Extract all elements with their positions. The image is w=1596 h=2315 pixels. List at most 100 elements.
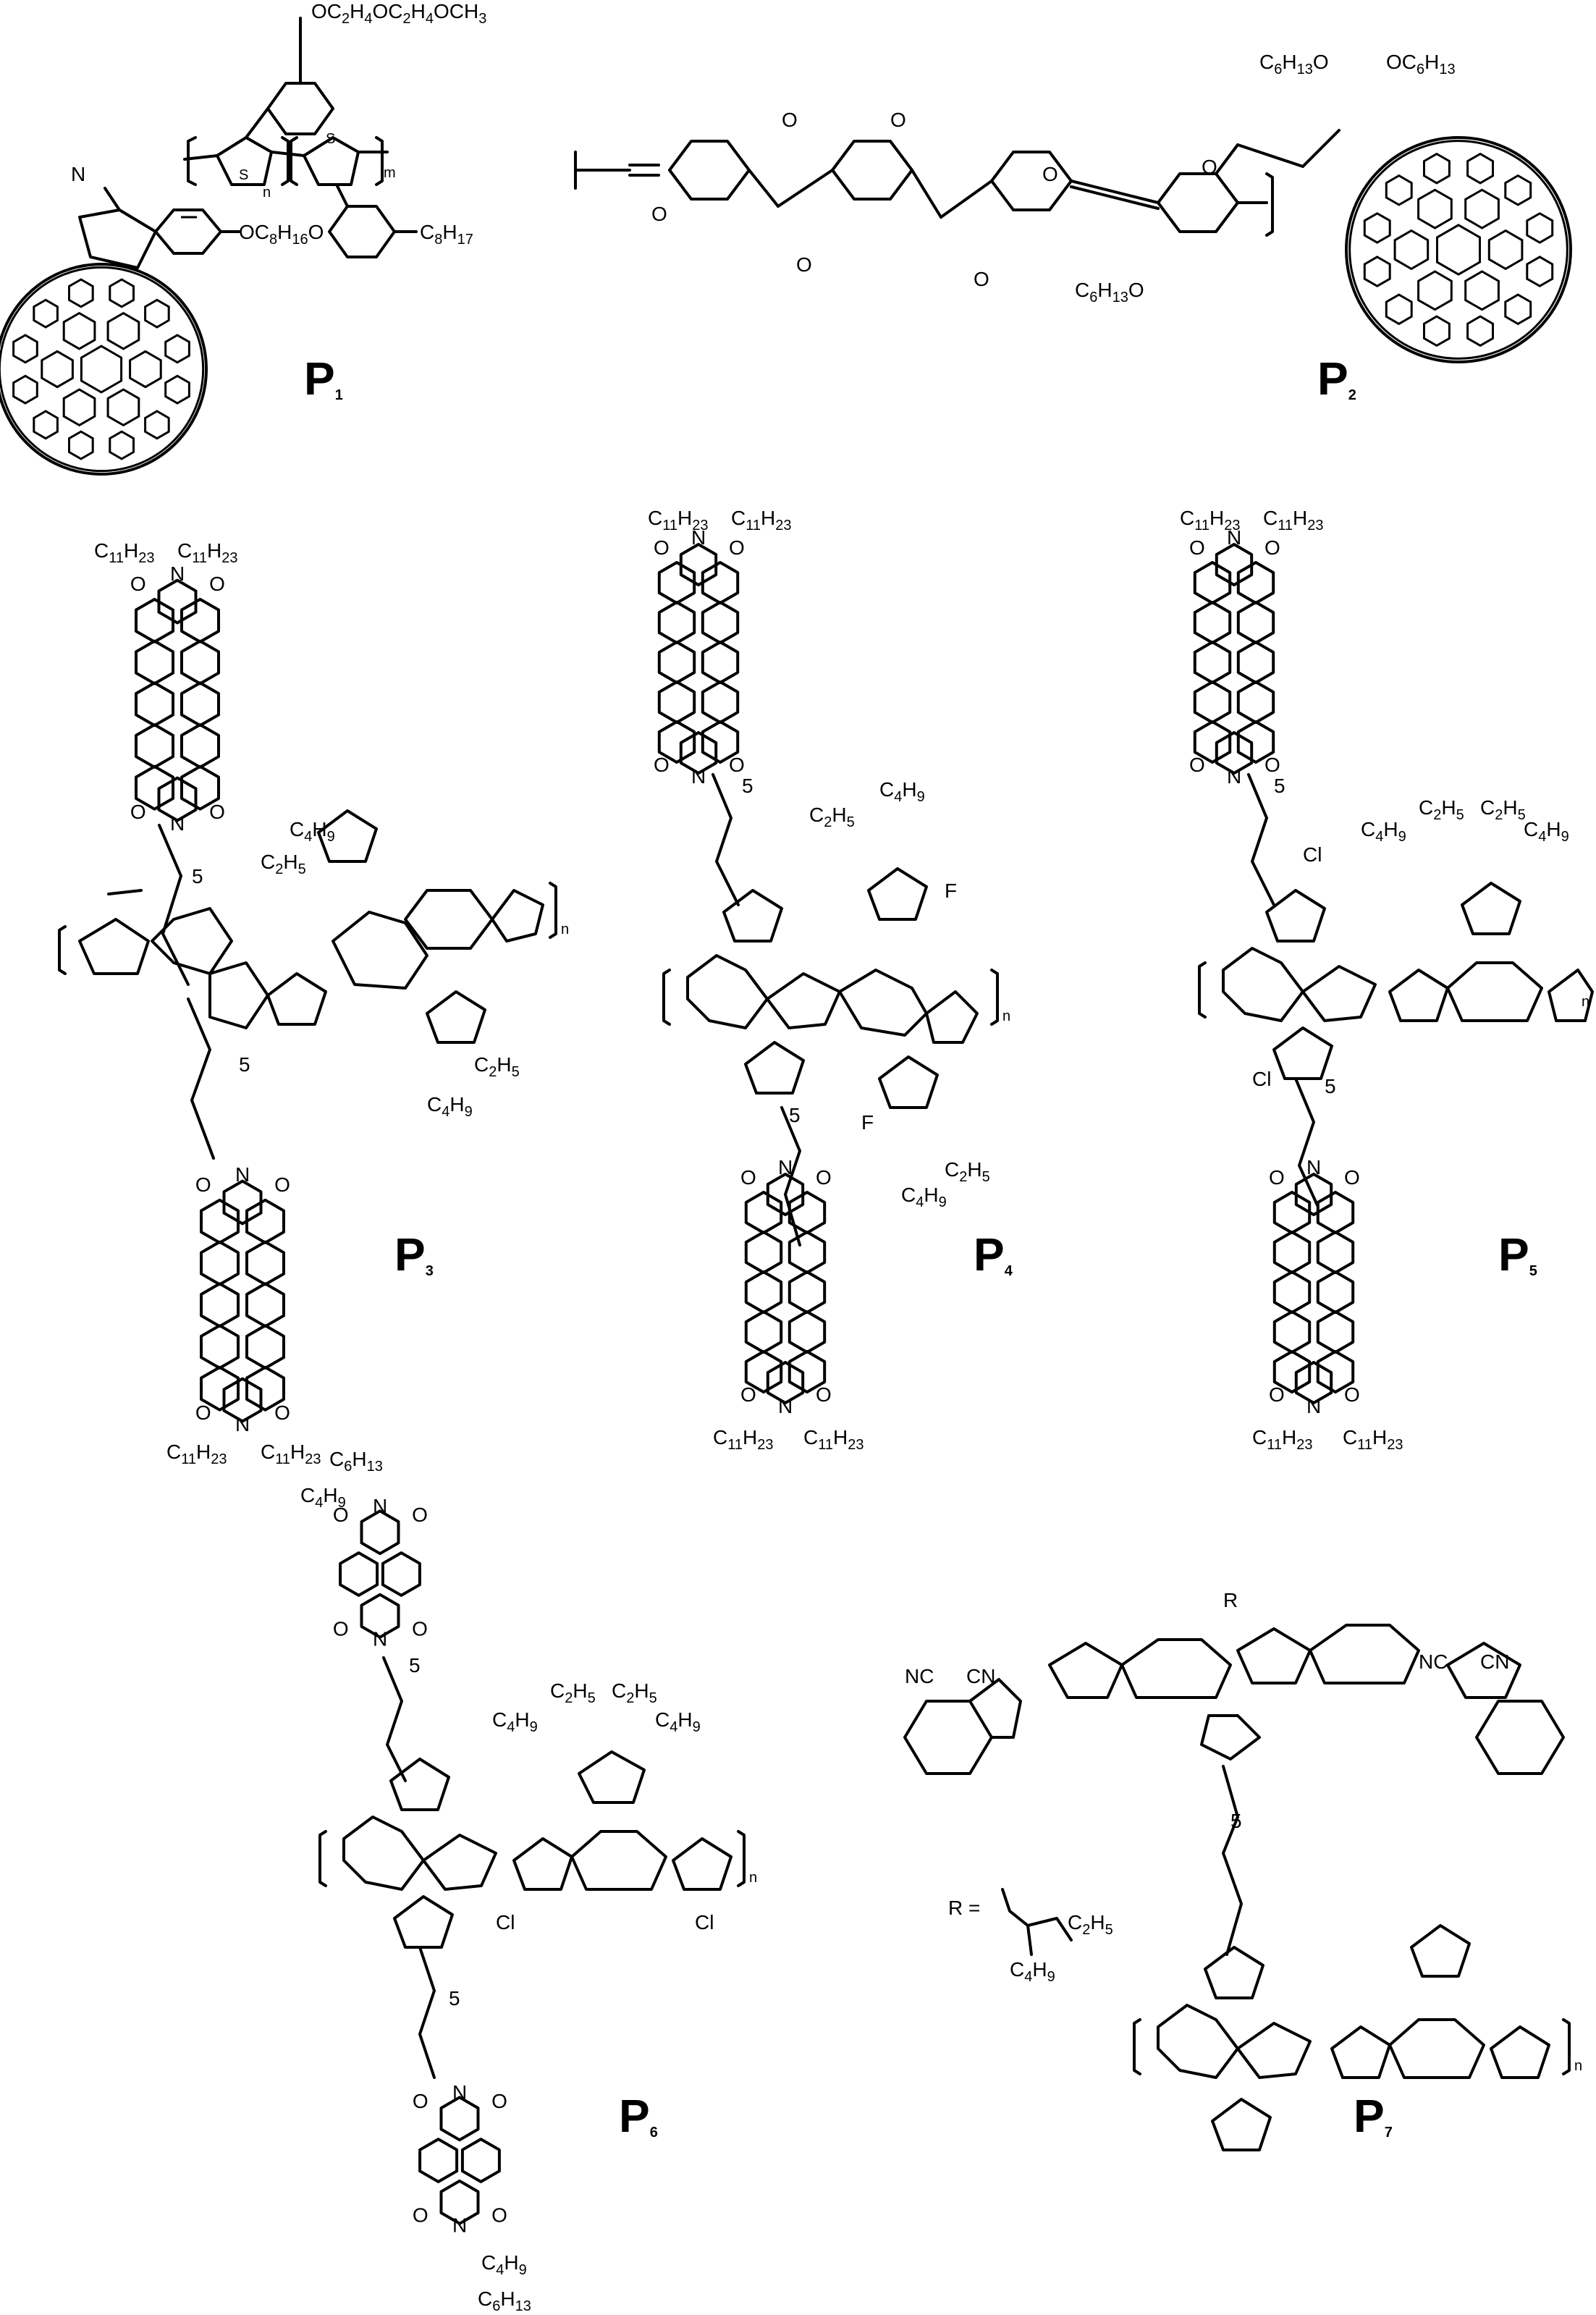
pdi-ring: [1193, 641, 1232, 684]
pdi-ring: [744, 1350, 783, 1393]
fullerene-ring: [12, 334, 38, 364]
p7-spacer-label: 5: [1230, 1810, 1242, 1832]
imide-n-label: N: [691, 526, 706, 549]
pdi-ring: [1236, 720, 1275, 764]
p7-caption: P7: [1354, 2090, 1393, 2142]
p2-o5-label: O: [974, 268, 989, 290]
p6-spacer-label: 5: [409, 1654, 421, 1677]
pdi-ring: [1236, 680, 1275, 724]
p6-bottom-c4-label: C4H9: [481, 2251, 527, 2278]
fullerene-ring: [1417, 188, 1453, 229]
fullerene-ring: [1385, 293, 1413, 326]
carbonyl-o-label: O: [413, 2204, 428, 2226]
p3-spacer-label: 5: [192, 865, 203, 887]
carbonyl-o-label: O: [1264, 536, 1280, 559]
pdi-ring: [1236, 641, 1275, 684]
carbonyl-o-label: O: [412, 1504, 428, 1526]
fullerene-ring: [68, 430, 94, 460]
imide-ring: [222, 1179, 263, 1226]
p3-c2h5-label: C2H5: [261, 851, 306, 877]
carbonyl-o-label: O: [333, 1617, 349, 1640]
imide-ring: [766, 1173, 805, 1216]
imide-n-label: N: [1306, 1395, 1321, 1417]
pdi-ring: [135, 723, 174, 769]
fullerene-ring: [1466, 152, 1494, 185]
p6-c2h5-label: C2H5: [550, 1679, 596, 1706]
pdi-ring: [701, 680, 740, 724]
fullerene-ring: [129, 350, 162, 389]
p5-caption: P5: [1498, 1228, 1537, 1281]
imide-n-label: N: [1306, 1156, 1321, 1178]
pdi-ring: [180, 597, 220, 644]
p4-fluorine-b-label: F: [861, 1111, 874, 1134]
imide-ring: [439, 2179, 480, 2225]
pdi-ring: [135, 597, 174, 644]
ndi-ring: [460, 2138, 501, 2183]
p6-chlorine-b-label: Cl: [695, 1911, 714, 1934]
fullerene-ring: [68, 278, 94, 308]
fullerene-ring: [106, 388, 140, 427]
p5-spacer-b-label: 5: [1325, 1075, 1336, 1097]
carbonyl-o-label: O: [274, 1173, 290, 1196]
p6-n-label: n: [749, 1870, 757, 1886]
fullerene-ring: [33, 298, 59, 329]
p1-s1-label: S: [239, 167, 248, 183]
pdi-ring: [1272, 1270, 1312, 1314]
fullerene-ring: [1466, 315, 1494, 347]
fullerene-ring: [1385, 174, 1413, 206]
p3-bottom-alkyl-2-label: C11H23: [261, 1441, 321, 1467]
ndi-ring: [381, 1551, 421, 1597]
p6-bottom-c6-label: C6H13: [478, 2287, 531, 2311]
fullerene-ring: [33, 410, 59, 440]
pdi-ring: [245, 1324, 285, 1370]
p5-c2h5-b-label: C2H5: [1480, 796, 1526, 823]
fullerene-ring: [1487, 229, 1524, 271]
carbonyl-o-label: O: [413, 2090, 428, 2112]
carbonyl-o-label: O: [816, 1166, 832, 1189]
p2-o2-label: O: [651, 203, 667, 225]
imide-ring: [439, 2096, 480, 2142]
p7-nc1-label: NC: [905, 1665, 934, 1687]
pdi-ring: [744, 1310, 783, 1354]
pdi-ring: [788, 1270, 827, 1314]
imide-ring: [360, 1509, 400, 1556]
fullerene-ring: [164, 334, 190, 364]
fullerene-c60-p1: [0, 263, 208, 476]
pdi-ring: [1272, 1191, 1312, 1234]
p2-hexyloxy-b-label: OC6H13: [1386, 51, 1456, 77]
carbonyl-o-label: O: [333, 1504, 349, 1526]
carbonyl-o-label: O: [274, 1401, 290, 1424]
p5-chlorine-b-label: Cl: [1252, 1068, 1271, 1090]
pdi-ring: [245, 1365, 285, 1412]
p5-c2h5-label: C2H5: [1419, 796, 1464, 823]
fullerene-ring: [1436, 224, 1481, 276]
p3-top-alkyl-2-label: C11H23: [177, 539, 237, 566]
p4-bottom-alkyl-2-label: C11H23: [803, 1426, 864, 1453]
imide-n-label: N: [235, 1413, 250, 1435]
p3-c2h5-b-label: C2H5: [474, 1053, 520, 1080]
p2-o3-label: O: [890, 109, 906, 131]
pdi-ring: [1316, 1350, 1355, 1393]
p5-top-alkyl-label: C11H23: [1180, 507, 1240, 534]
p5-spacer-label: 5: [1274, 775, 1285, 797]
pdi-ring: [245, 1282, 285, 1328]
pdi-ring: [200, 1198, 240, 1244]
pdi-ring: [200, 1365, 240, 1412]
imide-ring: [157, 578, 198, 625]
imide-n-label: N: [1227, 526, 1241, 549]
p4-n-label: n: [1002, 1008, 1010, 1024]
pdi-ring: [1272, 1310, 1312, 1354]
pdi-ring: [744, 1191, 783, 1234]
p7-r-def-label: R =: [948, 1897, 980, 1919]
pdi-ring: [1193, 561, 1232, 604]
carbonyl-o-label: O: [729, 536, 745, 559]
p1-nitrogen-label: N: [71, 163, 85, 185]
pdi-ring: [245, 1240, 285, 1286]
pdi-ring: [1193, 720, 1232, 764]
carbonyl-o-label: O: [195, 1401, 211, 1424]
imide-ring: [766, 1361, 805, 1404]
pdi-ring: [788, 1350, 827, 1393]
